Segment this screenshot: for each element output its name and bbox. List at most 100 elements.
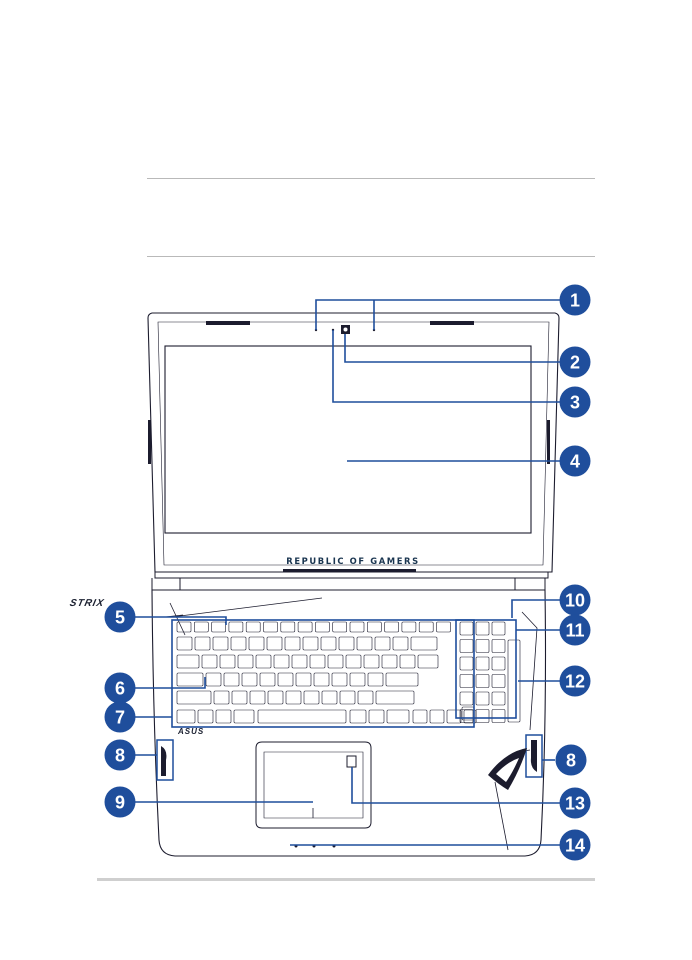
keyboard-key (228, 621, 244, 633)
keyboard-key (366, 621, 382, 633)
svg-text:4: 4 (570, 452, 580, 472)
callout-badges: 1 2 3 4 5 6 7 8 8 9 10 11 12 13 14 (104, 284, 591, 861)
callout-1: 1 (559, 284, 591, 316)
keyboard-key (277, 672, 294, 687)
keyboard-key (257, 709, 347, 724)
screen-brand-text: REPUBLIC OF GAMERS (286, 556, 419, 566)
svg-text:11: 11 (565, 621, 584, 641)
keyboard-key (285, 690, 302, 705)
keyboard-key (194, 636, 211, 651)
keyboard-key (367, 672, 384, 687)
keyboard-key (315, 621, 330, 633)
keyboard-key (349, 621, 365, 633)
keyboard-key (249, 690, 266, 705)
keyboard-key (429, 709, 445, 724)
svg-text:12: 12 (565, 672, 585, 692)
hinge (151, 572, 549, 591)
keyboard-key (176, 672, 204, 687)
speaker-right (525, 734, 543, 778)
svg-text:7: 7 (115, 708, 125, 728)
callout-8-left: 8 (104, 739, 136, 771)
svg-text:6: 6 (115, 679, 125, 699)
keyboard-key (233, 709, 255, 724)
middle-divider (147, 256, 595, 257)
keyboard-key (375, 690, 415, 705)
keyboard-key (475, 691, 490, 706)
keyboard-key (368, 709, 385, 724)
speaker-left (156, 739, 174, 781)
keyboard-key (280, 621, 296, 633)
callout-14: 14 (559, 829, 591, 861)
keyboard-key (475, 709, 490, 723)
keyboard-key (303, 690, 320, 705)
keyboard-key (475, 621, 490, 636)
strix-logo: STRIX (69, 598, 106, 609)
keyboard-key (459, 674, 474, 688)
keyboard-key (446, 709, 462, 724)
keyboard-key (349, 672, 366, 687)
callout-12: 12 (559, 665, 591, 697)
keyboard-key (338, 636, 355, 651)
keyboard-key (205, 672, 222, 687)
callout-10: 10 (559, 584, 591, 616)
screen-brand-bar (283, 569, 416, 572)
svg-text:9: 9 (115, 793, 125, 813)
top-divider (147, 178, 595, 179)
keyboard-key (259, 672, 276, 687)
keyboard-key (212, 636, 229, 651)
lid-side-vents (148, 420, 550, 464)
svg-text:3: 3 (570, 393, 580, 413)
callout-6: 6 (104, 672, 136, 704)
callout-5: 5 (104, 601, 136, 633)
keyboard-key (211, 621, 226, 633)
keyboard-key (384, 621, 399, 633)
display-panel (164, 345, 532, 534)
keyboard-key (475, 656, 490, 671)
keyboard-key (230, 636, 247, 651)
svg-text:5: 5 (115, 608, 125, 628)
keyboard-key (385, 672, 419, 687)
keyboard-key (176, 621, 192, 633)
keyboard-key (321, 690, 338, 705)
keyboard-key (491, 621, 506, 636)
keyboard-key (459, 656, 474, 671)
fingerprint-sensor (346, 755, 357, 768)
webcam (341, 325, 350, 334)
keyboard-key (491, 656, 506, 671)
rog-logo (488, 748, 527, 790)
keyboard-key (381, 654, 398, 669)
keyboard-key (255, 654, 272, 669)
touchpad (255, 741, 372, 829)
keyboard (176, 621, 521, 724)
keyboard-key (418, 621, 434, 633)
keyboard-key (297, 621, 313, 633)
keyboard-key (349, 709, 367, 724)
keyboard-key (399, 654, 416, 669)
keyboard-key (491, 639, 506, 653)
keyboard-key (213, 690, 230, 705)
callout-11: 11 (559, 614, 591, 646)
keyboard-key (332, 621, 348, 633)
keyboard-key (374, 636, 391, 651)
keyboard-key (313, 672, 330, 687)
callout-4: 4 (559, 445, 591, 477)
keyboard-key (345, 654, 362, 669)
keyboard-key (459, 709, 474, 723)
keyboard-key (291, 654, 308, 669)
keyboard-key (194, 621, 209, 633)
keyboard-key (410, 636, 438, 651)
keyboard-key (215, 709, 232, 724)
svg-text:1: 1 (570, 291, 580, 311)
svg-text:8: 8 (566, 751, 576, 771)
keyboard-key (475, 674, 490, 688)
keyboard-key (436, 621, 451, 633)
laptop-lid (147, 312, 560, 573)
callout-lines (135, 299, 560, 846)
callout-3: 3 (559, 386, 591, 418)
keyboard-key (392, 636, 409, 651)
keyboard-key (237, 654, 254, 669)
keyboard-key (331, 672, 348, 687)
svg-text:2: 2 (570, 353, 580, 373)
keyboard-key (459, 639, 474, 653)
